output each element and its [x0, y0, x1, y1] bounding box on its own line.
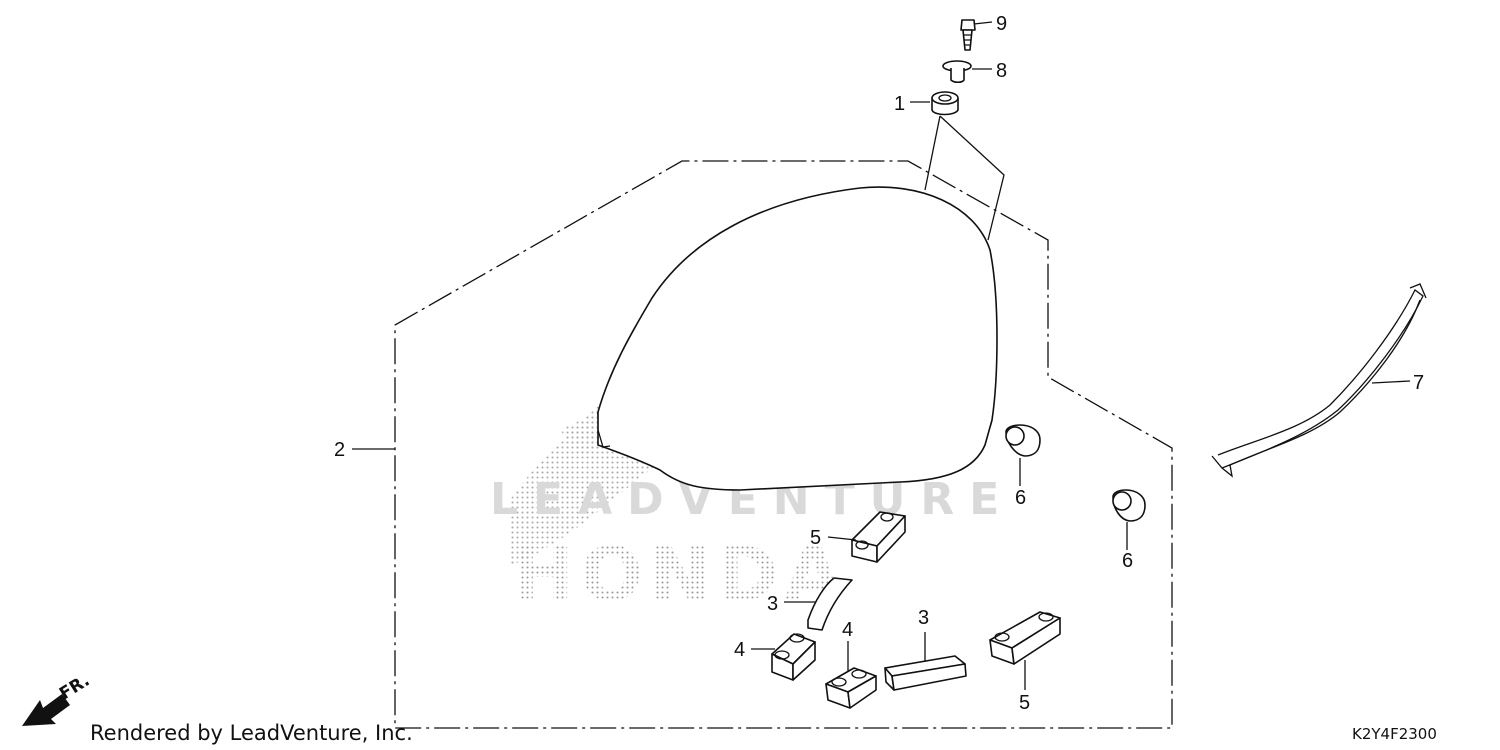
- rubber-block-upper[interactable]: [851, 511, 906, 563]
- callout-3-curved: 3: [767, 593, 778, 615]
- callout-2: 2: [334, 439, 345, 461]
- damper-upper[interactable]: [1005, 424, 1041, 457]
- assembly-boundary: [394, 160, 1173, 729]
- callout-5-lower: 5: [1019, 692, 1030, 714]
- grommet-leader: [924, 115, 1005, 241]
- honda-watermark-text: HONDA: [512, 532, 847, 618]
- cushion-strip-curved[interactable]: [807, 577, 853, 631]
- rubber-block-lower[interactable]: [989, 611, 1061, 665]
- callout-7: 7: [1413, 372, 1424, 394]
- damper-lower[interactable]: [1112, 489, 1146, 522]
- callout-6-lower: 6: [1122, 550, 1133, 572]
- leader-lines: [352, 21, 1411, 690]
- bolt[interactable]: [960, 19, 976, 51]
- collar[interactable]: [942, 60, 972, 84]
- callout-1: 1: [894, 93, 905, 115]
- spacer-block-right[interactable]: [825, 667, 877, 709]
- seat[interactable]: [597, 186, 998, 491]
- callout-9: 9: [996, 13, 1007, 35]
- grommet[interactable]: [931, 91, 959, 116]
- seat-strap[interactable]: [1211, 283, 1427, 478]
- arrow-icon: [22, 694, 70, 726]
- spacer-block-left[interactable]: [771, 633, 816, 681]
- cushion-strip-flat[interactable]: [884, 655, 967, 691]
- diagram-code: K2Y4F2300: [1352, 725, 1437, 743]
- callout-6-upper: 6: [1015, 487, 1026, 509]
- callout-3-flat: 3: [918, 607, 929, 629]
- callout-4-left: 4: [734, 639, 745, 661]
- callout-5-upper: 5: [810, 527, 821, 549]
- credit-text: Rendered by LeadVenture, Inc.: [90, 721, 413, 745]
- callout-8: 8: [996, 60, 1007, 82]
- callout-4-right: 4: [842, 619, 853, 641]
